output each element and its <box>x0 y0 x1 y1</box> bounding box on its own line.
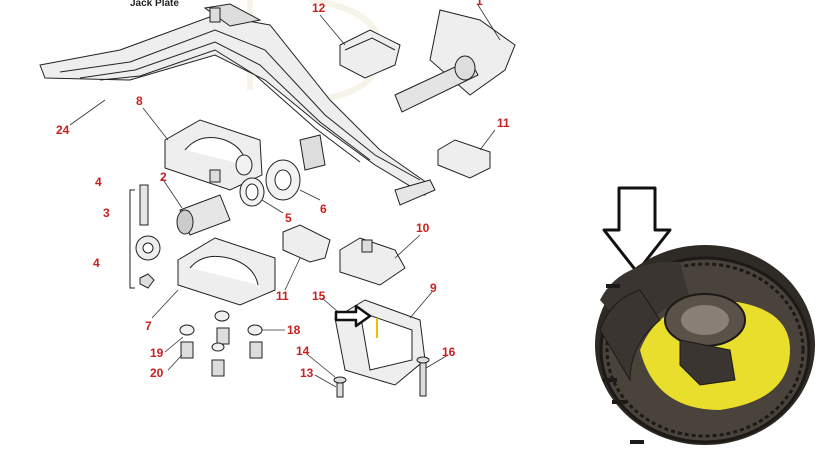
callout-20: 20 <box>150 366 164 380</box>
callout-11-lower: 11 <box>276 289 289 303</box>
right-arrow-outline-icon <box>334 304 372 328</box>
callout-8: 8 <box>136 94 143 108</box>
callout-13: 13 <box>300 366 314 380</box>
bolt-13-14 <box>333 376 347 398</box>
washer-top <box>235 154 253 176</box>
saddle-7 <box>177 237 276 306</box>
differential-gear-photo <box>595 245 815 445</box>
callout-2: 2 <box>160 170 167 184</box>
down-arrow-outline-icon <box>602 186 672 274</box>
callout-19: 19 <box>150 346 164 360</box>
pad-12 <box>339 29 401 79</box>
mount-10 <box>339 237 406 286</box>
nuts-20 <box>180 327 263 377</box>
header-jack-plate: Jack Plate <box>130 0 179 9</box>
callout-3: 3 <box>103 206 110 220</box>
callout-6: 6 <box>320 202 327 216</box>
callout-10: 10 <box>416 221 430 235</box>
saddle-8 <box>164 119 263 191</box>
trunnion-bracket <box>394 9 516 113</box>
callout-11-top: 11 <box>497 116 510 130</box>
callout-4-top: 4 <box>95 175 102 189</box>
bushing-2 <box>176 194 231 236</box>
callout-24: 24 <box>56 123 70 137</box>
bolt-3 <box>135 184 161 289</box>
callout-4-lower: 4 <box>93 256 100 270</box>
washers-18-19 <box>179 310 263 336</box>
callout-18: 18 <box>287 323 301 337</box>
bolt-16 <box>416 356 430 397</box>
leader-lines <box>69 4 501 388</box>
pad-11-lower <box>282 224 331 263</box>
callout-5: 5 <box>285 211 292 225</box>
washer-5 <box>239 177 265 207</box>
callout-9: 9 <box>430 281 437 295</box>
callout-15: 15 <box>312 289 326 303</box>
callout-16: 16 <box>442 345 456 359</box>
pad-11-top <box>437 139 491 179</box>
leaf-spring <box>39 3 436 206</box>
bracket-3-4 <box>129 189 135 289</box>
spring-center-bolt <box>209 7 221 23</box>
callout-12: 12 <box>312 1 326 15</box>
washer-6 <box>265 159 301 201</box>
callout-1: 1 <box>476 0 483 8</box>
callout-14: 14 <box>296 344 310 358</box>
callout-7: 7 <box>145 319 152 333</box>
